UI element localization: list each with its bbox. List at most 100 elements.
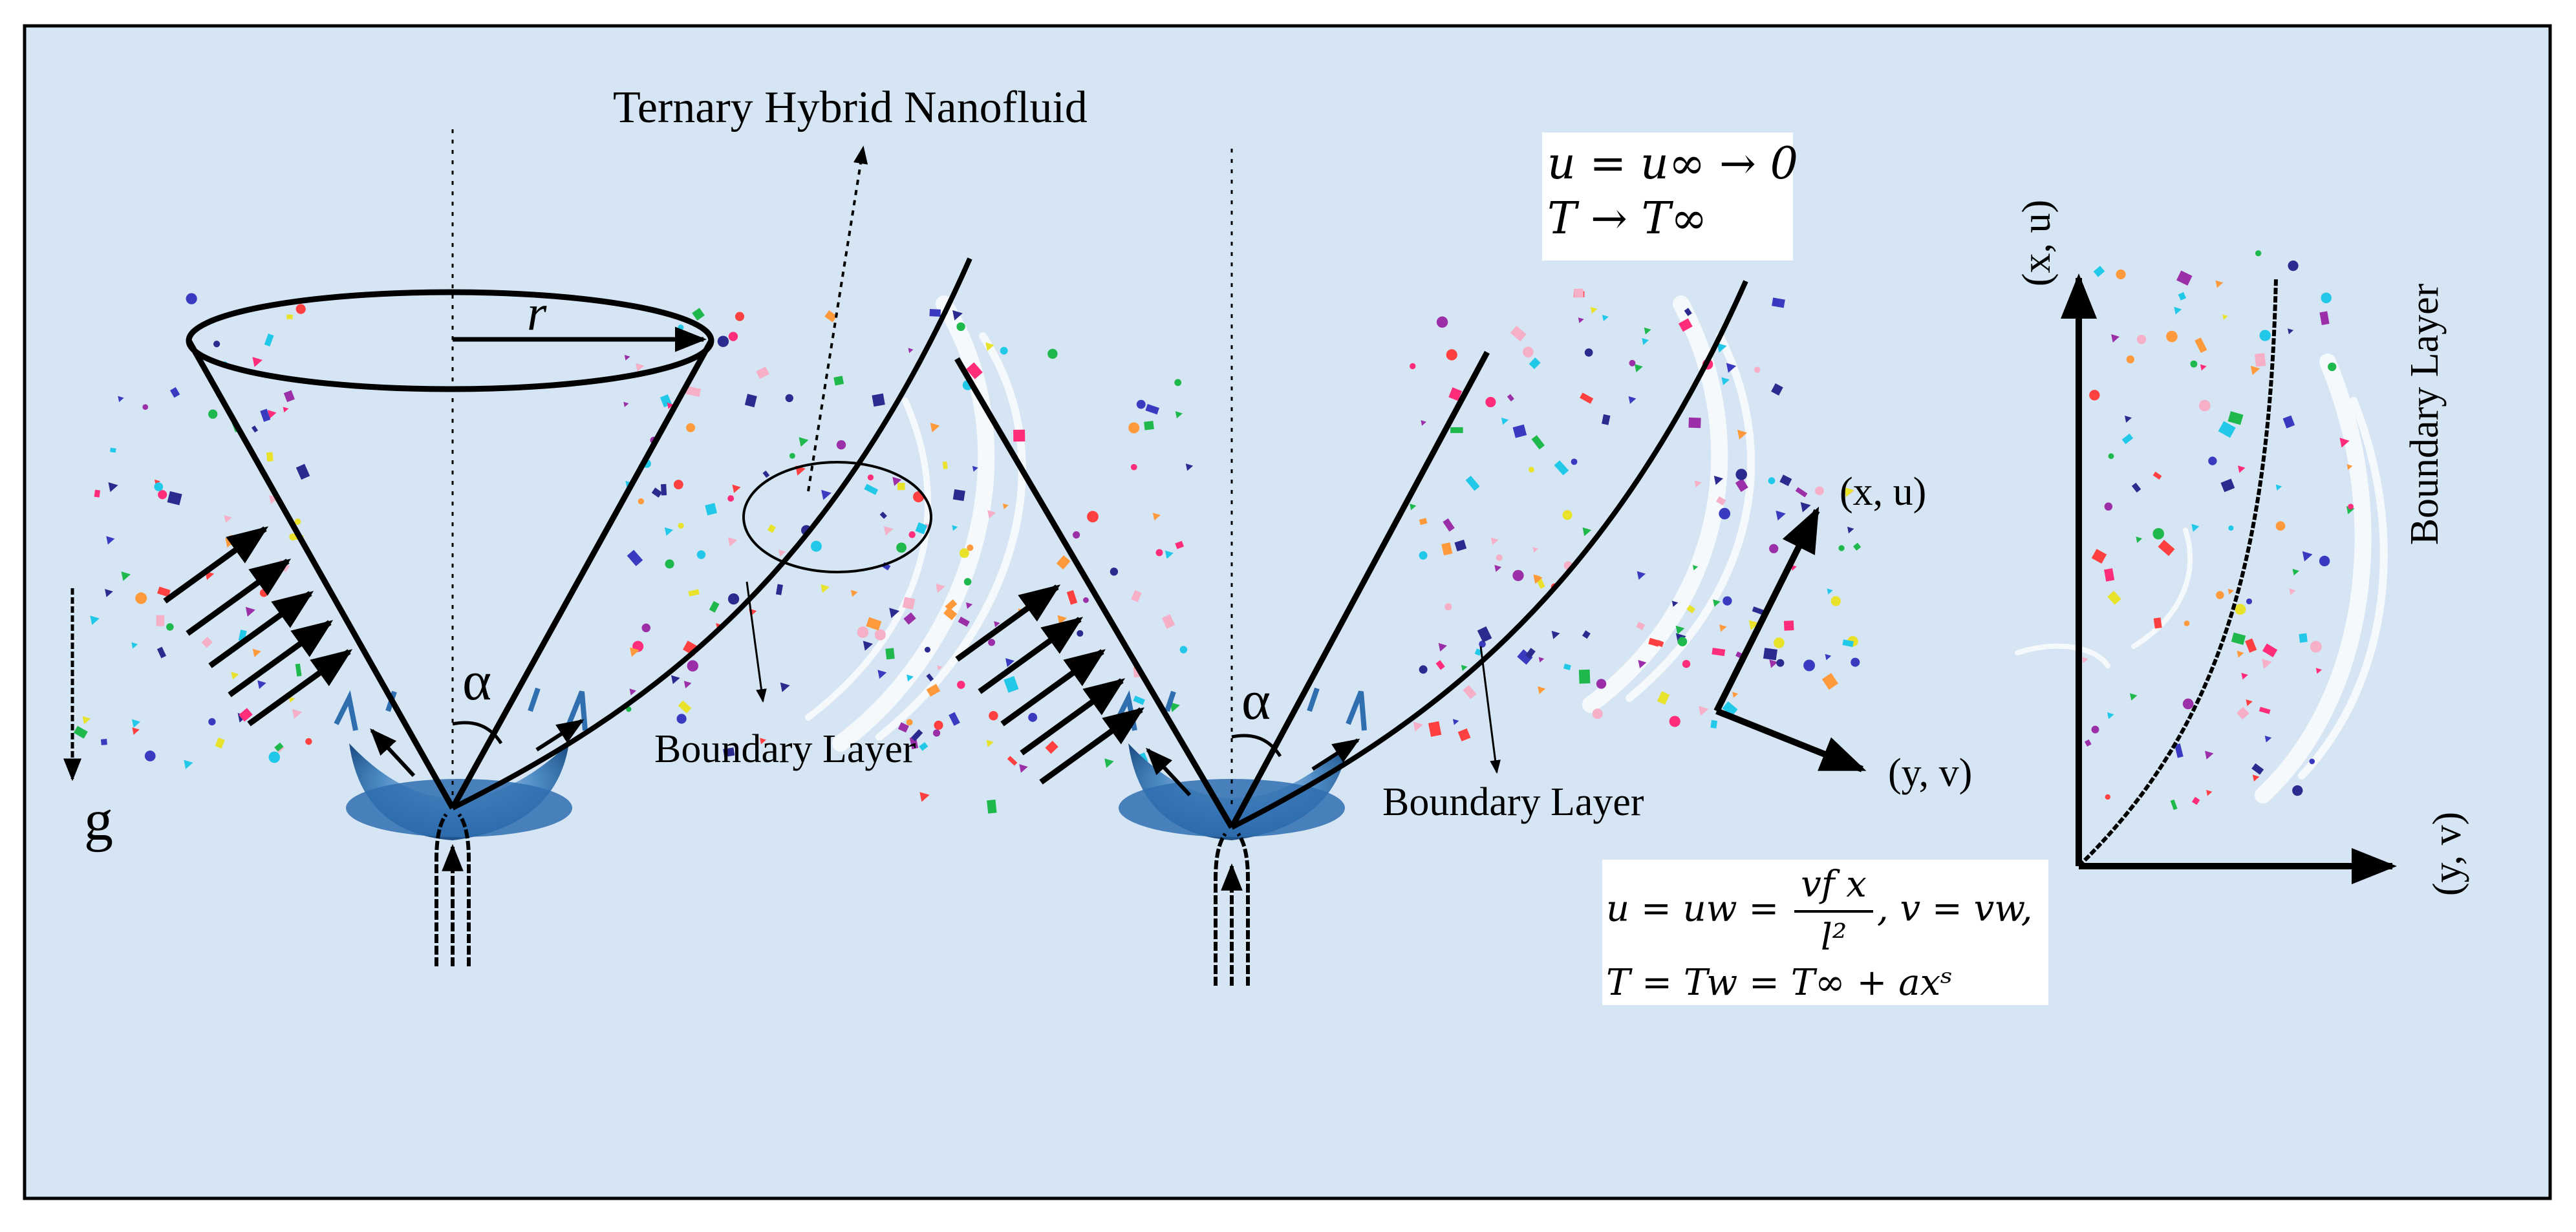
nanoparticle bbox=[1529, 467, 1534, 473]
nanoparticle bbox=[810, 540, 822, 552]
nanoparticle bbox=[286, 314, 293, 319]
nanoparticle bbox=[692, 308, 705, 321]
nanoparticle bbox=[985, 342, 994, 352]
nanoparticle bbox=[1844, 487, 1854, 498]
nanoparticle bbox=[266, 452, 274, 462]
nanoparticle bbox=[90, 615, 100, 625]
nanoparticle bbox=[131, 719, 141, 728]
nanoparticle bbox=[2252, 774, 2260, 781]
nanoparticle bbox=[2259, 330, 2271, 341]
nanoparticle bbox=[2299, 633, 2308, 643]
nanoparticle bbox=[1584, 348, 1593, 357]
nanoparticle bbox=[1825, 653, 1832, 661]
nanoparticle bbox=[1628, 396, 1637, 404]
nanoparticle bbox=[651, 487, 663, 498]
nanoparticle bbox=[2250, 365, 2260, 376]
nanoparticle bbox=[135, 592, 147, 604]
nanoparticle bbox=[836, 440, 846, 450]
nanoparticle bbox=[760, 738, 766, 745]
nanoparticle bbox=[957, 681, 965, 689]
nanoparticle bbox=[897, 722, 909, 733]
nanoparticle bbox=[1678, 318, 1693, 332]
nanoparticle bbox=[924, 646, 930, 653]
nanoparticle bbox=[1803, 659, 1816, 672]
nanoparticle bbox=[987, 510, 996, 519]
nanoparticle bbox=[630, 647, 639, 657]
nanoparticle bbox=[1596, 679, 1607, 689]
nanoparticle bbox=[863, 641, 874, 651]
nanoparticle bbox=[2082, 657, 2088, 663]
nanoparticle bbox=[2174, 306, 2182, 315]
nanoparticle bbox=[1045, 740, 1058, 754]
nanoparticle bbox=[1000, 346, 1008, 355]
nanoparticle bbox=[208, 409, 218, 419]
nanoparticle bbox=[1450, 427, 1463, 433]
nanoparticle bbox=[1713, 476, 1723, 485]
wall-u-numerator: vf x bbox=[1794, 862, 1873, 913]
nanoparticle bbox=[727, 495, 735, 502]
nanoparticle bbox=[1735, 478, 1748, 493]
nanoparticle bbox=[1642, 337, 1649, 345]
nanoparticle bbox=[833, 376, 844, 386]
nanoparticle bbox=[885, 648, 895, 660]
nanoparticle bbox=[775, 584, 783, 595]
nanoparticle bbox=[73, 725, 88, 739]
nanoparticle bbox=[678, 324, 684, 331]
boundary-layer-label-middle: Boundary Layer bbox=[1382, 780, 1644, 824]
nanoparticle bbox=[1771, 383, 1783, 396]
nanoparticle bbox=[1144, 421, 1154, 430]
nanoparticle bbox=[1638, 660, 1647, 668]
nanoparticle bbox=[866, 617, 882, 631]
nanoparticle bbox=[2282, 415, 2295, 429]
nanoparticle bbox=[629, 688, 637, 696]
nanoparticle bbox=[1677, 637, 1688, 646]
nanoparticle bbox=[1538, 686, 1546, 694]
nanoparticle bbox=[780, 682, 790, 692]
nanoparticle bbox=[963, 578, 972, 586]
nanoparticle bbox=[661, 483, 667, 496]
nanoparticle bbox=[1019, 764, 1028, 773]
nanoparticle bbox=[958, 616, 970, 627]
nanoparticle bbox=[1629, 359, 1636, 366]
nanoparticle bbox=[1686, 604, 1696, 613]
nanoparticle bbox=[1769, 659, 1778, 668]
nanoparticle bbox=[2182, 698, 2194, 710]
nanoparticle bbox=[2107, 591, 2121, 605]
nanoparticle bbox=[2262, 643, 2278, 657]
nanoparticle bbox=[1185, 463, 1194, 471]
nanoparticle bbox=[934, 720, 943, 730]
left-cone-assembly bbox=[63, 129, 972, 966]
nanoparticle bbox=[1590, 306, 1598, 314]
nanoparticle bbox=[685, 386, 702, 398]
nanoparticle bbox=[667, 402, 674, 409]
nanoparticle bbox=[2130, 693, 2138, 701]
nanoparticle bbox=[257, 680, 266, 689]
nanoparticle bbox=[1510, 325, 1527, 342]
nanoparticle bbox=[1175, 540, 1185, 549]
nanoparticle bbox=[2238, 465, 2246, 473]
nanoparticle bbox=[1523, 346, 1534, 357]
nanoparticle bbox=[2292, 785, 2303, 796]
nanoparticle bbox=[2166, 330, 2178, 343]
nanoparticle bbox=[1783, 621, 1794, 631]
nanoparticle bbox=[872, 393, 885, 407]
nanoparticle bbox=[671, 675, 680, 685]
nanoparticle bbox=[1083, 597, 1089, 603]
nanoparticle bbox=[1648, 637, 1660, 647]
nanoparticle bbox=[2136, 335, 2147, 345]
nanoparticle bbox=[154, 482, 164, 491]
nanoparticle bbox=[2310, 641, 2322, 653]
nanoparticle bbox=[1688, 417, 1701, 429]
nanoparticle bbox=[1578, 669, 1591, 684]
nanoparticle bbox=[2288, 328, 2294, 335]
nanoparticle bbox=[142, 404, 149, 410]
left-water-splash bbox=[334, 687, 588, 840]
nanoparticle bbox=[908, 348, 914, 354]
nanoparticle bbox=[638, 498, 645, 505]
nanoparticle bbox=[696, 550, 706, 559]
nanoparticle bbox=[106, 536, 115, 545]
nanoparticle bbox=[926, 673, 934, 682]
nanoparticle bbox=[686, 423, 696, 432]
nanoparticle bbox=[2131, 482, 2141, 493]
zoom-ellipse bbox=[742, 461, 932, 573]
